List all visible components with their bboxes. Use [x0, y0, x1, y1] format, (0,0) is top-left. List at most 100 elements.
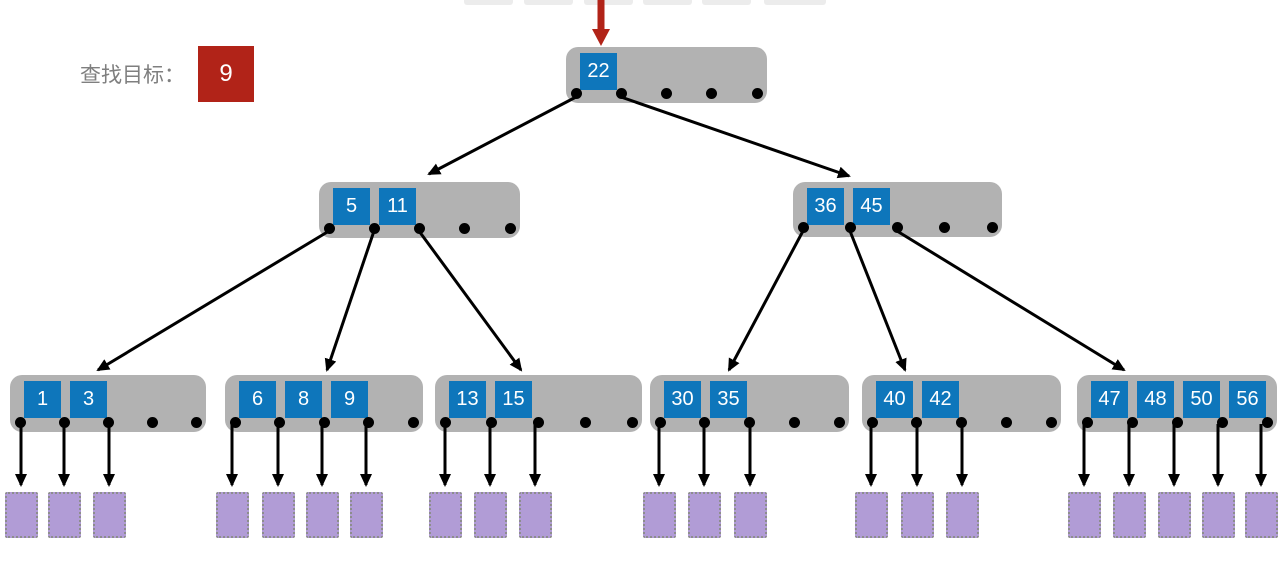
data-record: [4, 492, 38, 538]
search-target-label: 查找目标：: [80, 63, 185, 87]
tree-edge-internal-left-to-leaf-1: [96, 229, 330, 372]
data-record: [215, 492, 249, 538]
key-cell: 13: [449, 381, 486, 418]
key-cell: 5: [333, 188, 370, 225]
pointer-dot: [939, 222, 951, 233]
key-cell: 3: [70, 381, 107, 418]
pointer-dot: [323, 223, 335, 234]
key-cell: 9: [331, 381, 368, 418]
data-record: [1244, 492, 1278, 538]
pointer-dot: [866, 417, 878, 428]
pointer-dot: [274, 417, 285, 428]
tree-edge-internal-right-to-leaf-5: [848, 230, 907, 372]
pointer-dot: [956, 417, 967, 428]
data-record: [261, 492, 295, 538]
pointer-dot: [146, 417, 158, 428]
data-record: [1201, 492, 1235, 538]
pointer-dot: [102, 417, 114, 428]
key-cell: 48: [1137, 381, 1174, 418]
search-target-row: 查找目标： 9: [80, 45, 254, 102]
pointer-dot: [986, 222, 998, 233]
pointer-dot: [699, 417, 711, 428]
key-cell: 6: [239, 381, 276, 418]
truncated-top-node-box: [643, 0, 692, 5]
key-cell: 30: [664, 381, 701, 418]
data-record: [518, 492, 552, 538]
key-cell: 15: [495, 381, 532, 418]
truncated-top-node-box: [464, 0, 513, 5]
truncated-top-node-box: [702, 0, 751, 5]
data-record: [642, 492, 676, 538]
pointer-dot: [459, 223, 471, 234]
search-target-value-box: 9: [198, 45, 254, 102]
data-record: [428, 492, 462, 538]
pointer-dot: [1081, 417, 1093, 428]
pointer-dot: [229, 417, 241, 428]
pointer-dot: [788, 417, 800, 428]
data-record: [945, 492, 979, 538]
data-record: [1067, 492, 1101, 538]
pointer-dot: [486, 417, 498, 428]
key-cell: 45: [853, 188, 890, 225]
truncated-top-node-box: [584, 0, 633, 5]
pointer-dot: [368, 223, 380, 234]
key-cell: 35: [710, 381, 747, 418]
pointer-dot: [797, 222, 809, 233]
pointer-dot: [579, 417, 591, 428]
pointer-dot: [414, 223, 425, 234]
pointer-dot: [1261, 417, 1273, 428]
pointer-dot: [504, 223, 516, 234]
key-cell: 22: [580, 53, 617, 90]
key-cell: 56: [1229, 381, 1266, 418]
data-record: [687, 492, 721, 538]
pointer-dot: [58, 417, 70, 428]
pointer-dot: [1045, 417, 1057, 428]
data-record: [900, 492, 934, 538]
pointer-dot: [439, 417, 451, 428]
pointer-dot: [661, 88, 672, 99]
key-cell: 40: [876, 381, 913, 418]
tree-edge-root-to-internal-right: [620, 95, 851, 179]
data-record: [349, 492, 383, 538]
truncated-top-node-box: [764, 0, 826, 5]
data-record: [473, 492, 507, 538]
pointer-dot: [363, 417, 374, 428]
truncated-top-node-box: [524, 0, 573, 5]
tree-edge-internal-left-to-leaf-2: [324, 230, 376, 372]
pointer-dot: [318, 417, 330, 428]
pointer-dot: [190, 417, 202, 428]
data-record: [305, 492, 339, 538]
pointer-dot: [911, 417, 923, 428]
pointer-dot: [626, 417, 638, 428]
key-cell: 8: [285, 381, 322, 418]
pointer-dot: [1126, 417, 1138, 428]
pointer-dot: [1171, 417, 1183, 428]
key-cell: 11: [379, 188, 416, 225]
data-record: [733, 492, 767, 538]
pointer-dot: [1000, 417, 1012, 428]
data-record: [854, 492, 888, 538]
data-record: [1112, 492, 1146, 538]
pointer-dot: [1216, 417, 1228, 428]
pointer-dot: [14, 417, 26, 428]
key-cell: 50: [1183, 381, 1220, 418]
key-cell: 42: [922, 381, 959, 418]
tree-edge-internal-left-to-leaf-3: [417, 230, 523, 372]
data-record: [47, 492, 81, 538]
tree-edge-internal-right-to-leaf-6: [896, 229, 1126, 372]
btree-node-root: 22: [566, 47, 767, 103]
key-cell: 36: [807, 188, 844, 225]
pointer-dot: [892, 222, 903, 233]
pointer-dot: [744, 417, 755, 428]
pointer-dot: [570, 88, 582, 99]
pointer-dot: [844, 222, 856, 233]
